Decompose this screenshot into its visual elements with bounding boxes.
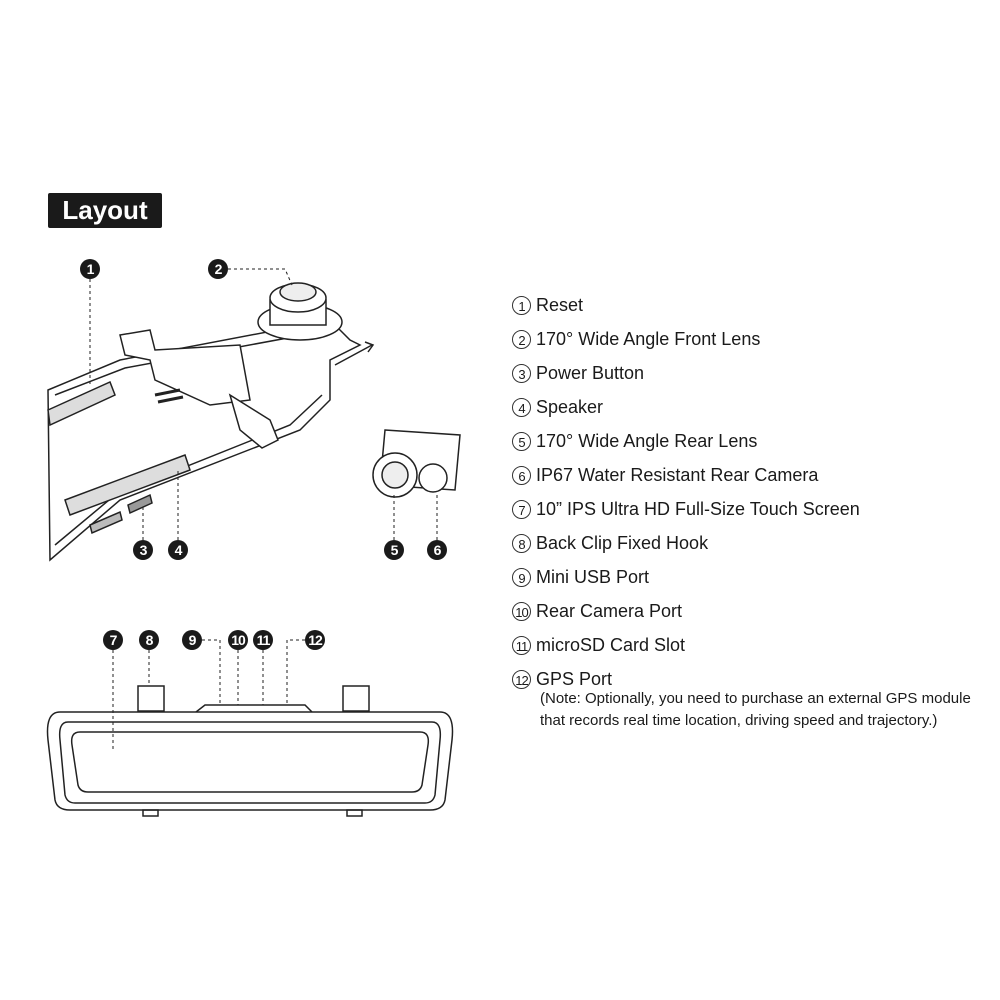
item-number: 10	[512, 601, 531, 621]
gps-note: (Note: Optionally, you need to purchase …	[540, 688, 971, 732]
mirror-top-view	[47, 282, 375, 562]
section-title-badge: Layout	[48, 193, 162, 228]
callout-marker-6: 6	[427, 540, 447, 560]
mirror-front-view	[46, 685, 454, 817]
item-label: Reset	[536, 294, 584, 315]
item-number: 5	[512, 431, 531, 451]
item-label: Speaker	[536, 396, 604, 417]
item-number: 12	[512, 669, 531, 689]
item-number: 8	[512, 533, 531, 553]
rear-camera	[372, 429, 461, 498]
callout-marker-3: 3	[133, 540, 153, 560]
callout-marker-12: 12	[305, 630, 325, 650]
callout-leader-lines	[89, 268, 438, 750]
item-label: GPS Port	[536, 668, 613, 689]
item-label: Mini USB Port	[536, 566, 650, 587]
callout-marker-1: 1	[80, 259, 100, 279]
item-number: 7	[512, 499, 531, 519]
callout-marker-8: 8	[139, 630, 159, 650]
item-label: 170° Wide Angle Rear Lens	[536, 430, 758, 451]
callout-marker-11: 11	[253, 630, 273, 650]
item-label: Rear Camera Port	[536, 600, 683, 621]
item-label: Back Clip Fixed Hook	[536, 532, 709, 553]
callout-marker-10: 10	[228, 630, 248, 650]
callout-marker-9: 9	[182, 630, 202, 650]
callout-marker-7: 7	[103, 630, 123, 650]
item-number: 4	[512, 397, 531, 417]
item-number: 3	[512, 363, 531, 383]
item-number: 11	[512, 635, 531, 655]
item-label: microSD Card Slot	[536, 634, 686, 655]
callout-marker-5: 5	[384, 540, 404, 560]
item-label: 170° Wide Angle Front Lens	[536, 328, 761, 349]
item-label: Power Button	[536, 362, 645, 383]
item-label: IP67 Water Resistant Rear Camera	[536, 464, 819, 485]
item-number: 9	[512, 567, 531, 587]
item-number: 1	[512, 295, 531, 315]
callout-marker-2: 2	[208, 259, 228, 279]
note-line-1: (Note: Optionally, you need to purchase …	[540, 690, 971, 707]
item-label: 10” IPS Ultra HD Full-Size Touch Screen	[536, 498, 860, 519]
callout-marker-4: 4	[168, 540, 188, 560]
item-number: 2	[512, 329, 531, 349]
note-line-2: that records real time location, driving…	[540, 712, 938, 729]
item-number: 6	[512, 465, 531, 485]
